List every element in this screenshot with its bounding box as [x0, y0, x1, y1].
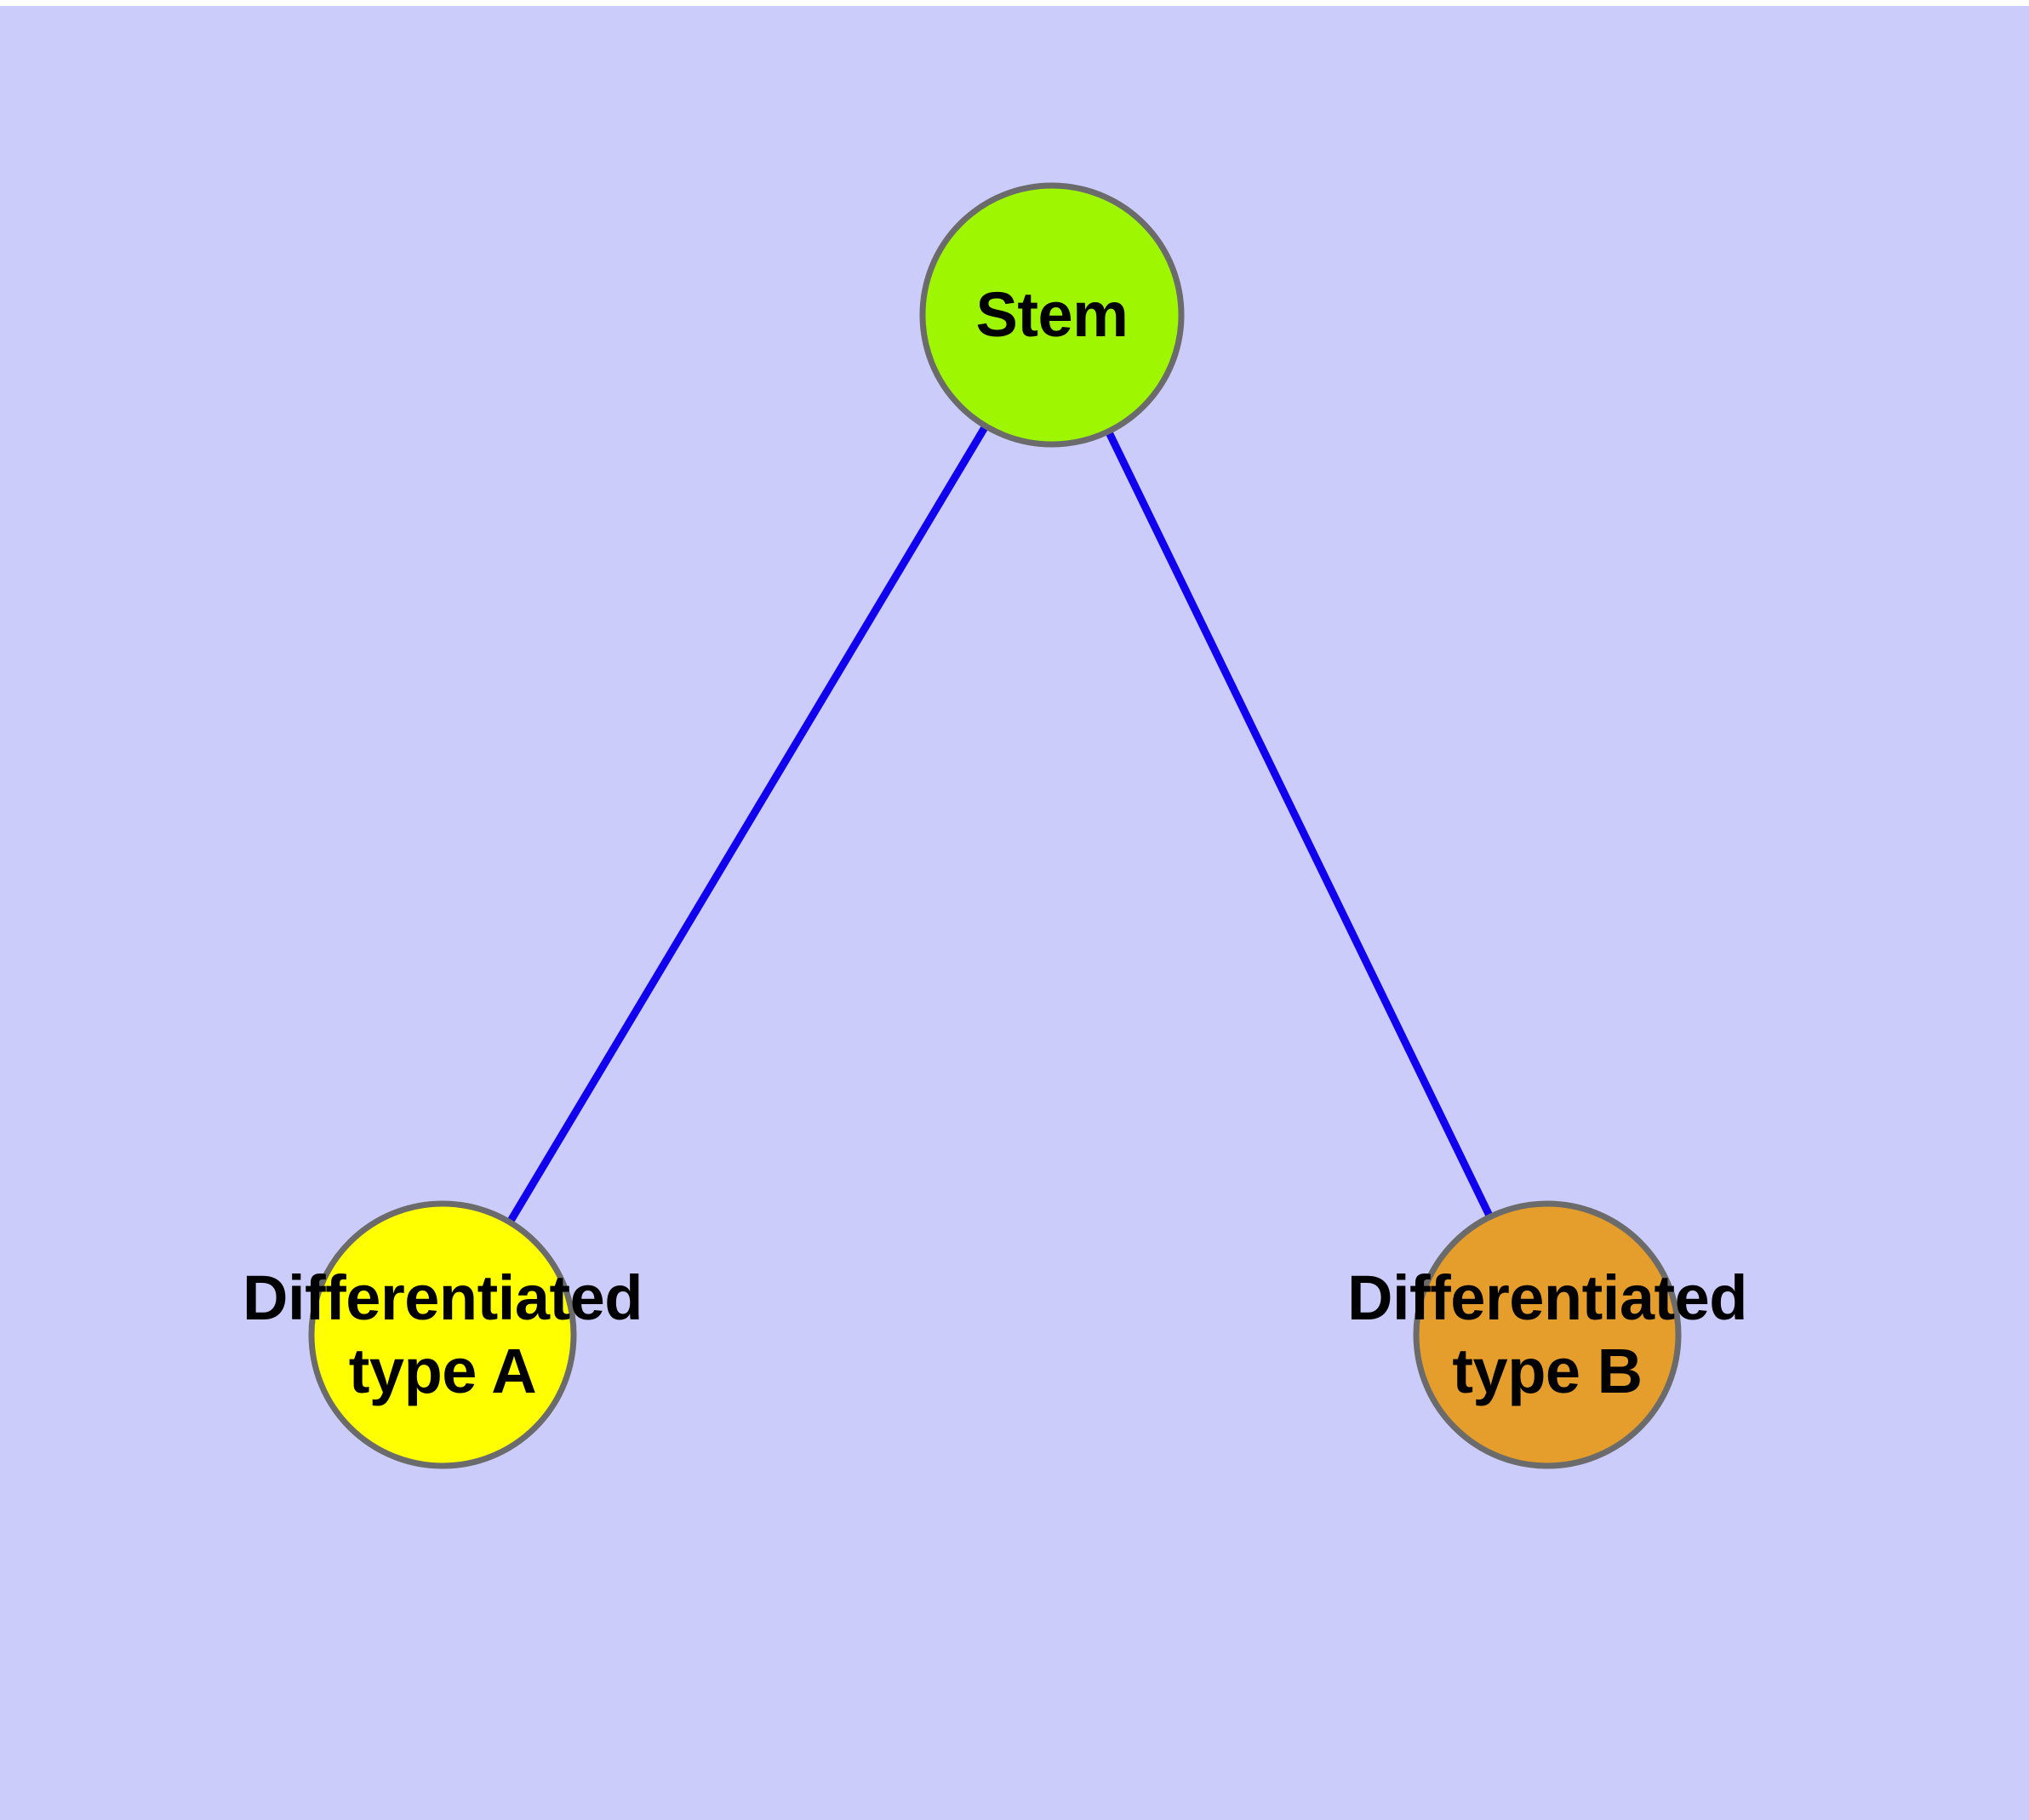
nodes-layer: [308, 182, 1682, 1469]
edges-layer: [506, 422, 1495, 1226]
node-diff_a[interactable]: [308, 1200, 577, 1469]
edge-stem-diff_b[interactable]: [1104, 427, 1495, 1221]
node-diff_b[interactable]: [1413, 1200, 1682, 1469]
edge-stem-diff_a[interactable]: [506, 422, 990, 1226]
node-stem[interactable]: [919, 182, 1185, 448]
